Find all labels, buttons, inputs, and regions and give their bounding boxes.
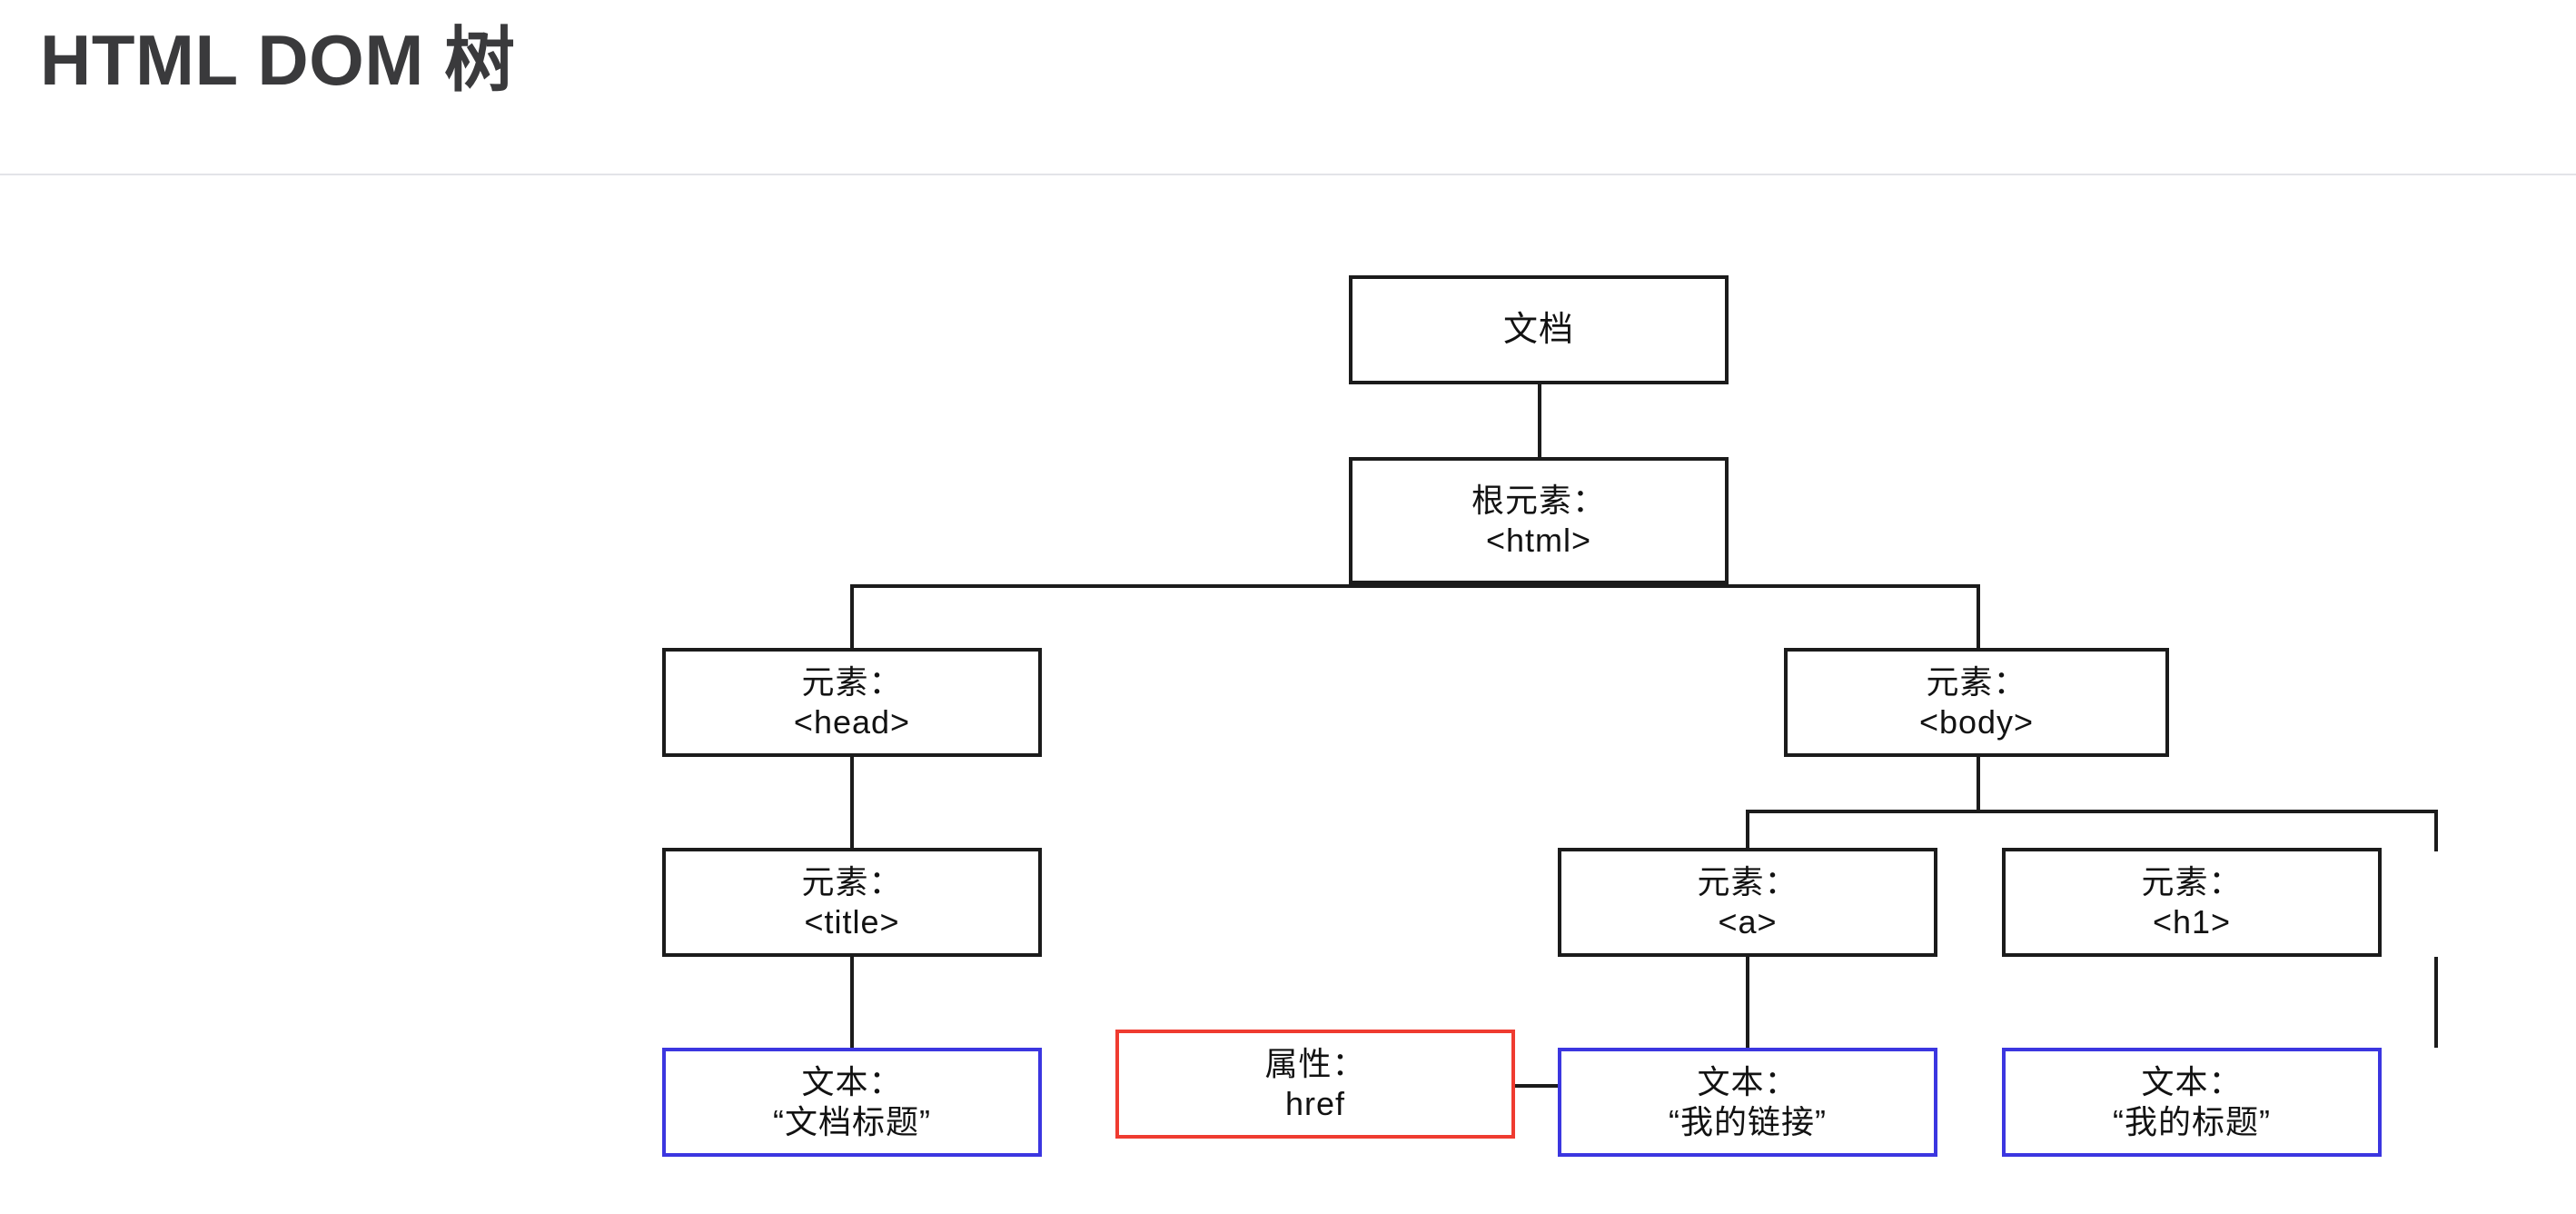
edge-body-bar [1746,810,2438,813]
tree-node-href-line2: href [1284,1085,1346,1122]
tree-node-text-my-title[interactable]: 文本： “我的标题” [2002,1048,2382,1157]
tree-node-a-line2: <a> [1718,903,1778,940]
tree-node-title[interactable]: 元素： <title> [662,848,1042,957]
tree-node-h1[interactable]: 元素： <h1> [2002,848,2382,957]
edge-title-text1 [850,957,854,1048]
edge-html-bar [850,584,1980,588]
edge-body-a [1746,810,1749,851]
header-divider [0,174,2576,175]
tree-node-body-line2: <body> [1918,703,2035,741]
tree-node-html-line1: 根元素： [1471,482,1606,519]
edge-body-down [1977,757,1980,811]
edge-a-text2 [1746,957,1749,1048]
tree-node-title-line2: <title> [804,903,900,940]
tree-node-text1-line2: “文档标题” [773,1103,931,1140]
tree-node-text2-line2: “我的链接” [1669,1103,1827,1140]
edge-document-html [1538,384,1541,457]
edge-html-head [850,584,854,648]
page-title: HTML DOM 树 [40,20,516,100]
tree-node-text2-line1: 文本： [1697,1063,1798,1100]
tree-node-attribute-href[interactable]: 属性： href [1115,1030,1515,1139]
tree-node-h1-line2: <h1> [2152,903,2232,940]
tree-node-document-line1: 文档 [1502,311,1574,349]
tree-node-body-line1: 元素： [1926,663,2027,701]
tree-node-head-line1: 元素： [801,663,903,701]
tree-node-text3-line2: “我的标题” [2113,1103,2271,1140]
edge-body-h1 [2434,810,2438,851]
edge-head-title [850,757,854,848]
tree-node-a-line1: 元素： [1697,863,1798,901]
tree-node-text-my-link[interactable]: 文本： “我的链接” [1558,1048,1937,1157]
tree-node-html-line2: <html> [1485,522,1592,559]
tree-node-text1-line1: 文本： [801,1063,903,1100]
tree-node-html[interactable]: 根元素： <html> [1349,457,1729,584]
edge-h1-text3 [2434,957,2438,1048]
tree-node-head[interactable]: 元素： <head> [662,648,1042,757]
tree-node-text3-line1: 文本： [2141,1063,2243,1100]
dom-tree-diagram: 文档 根元素： <html> 元素： <head> 元素： <body> 元素：… [0,175,2576,1214]
tree-node-title-line1: 元素： [801,863,903,901]
tree-node-a[interactable]: 元素： <a> [1558,848,1937,957]
page-header: HTML DOM 树 [0,0,2576,175]
edge-html-body [1977,584,1980,648]
tree-node-document[interactable]: 文档 [1349,275,1729,384]
tree-node-head-line2: <head> [793,703,911,741]
tree-node-href-line1: 属性： [1264,1045,1366,1082]
tree-node-body[interactable]: 元素： <body> [1784,648,2169,757]
tree-node-text-document-title[interactable]: 文本： “文档标题” [662,1048,1042,1157]
tree-node-h1-line1: 元素： [2141,863,2243,901]
